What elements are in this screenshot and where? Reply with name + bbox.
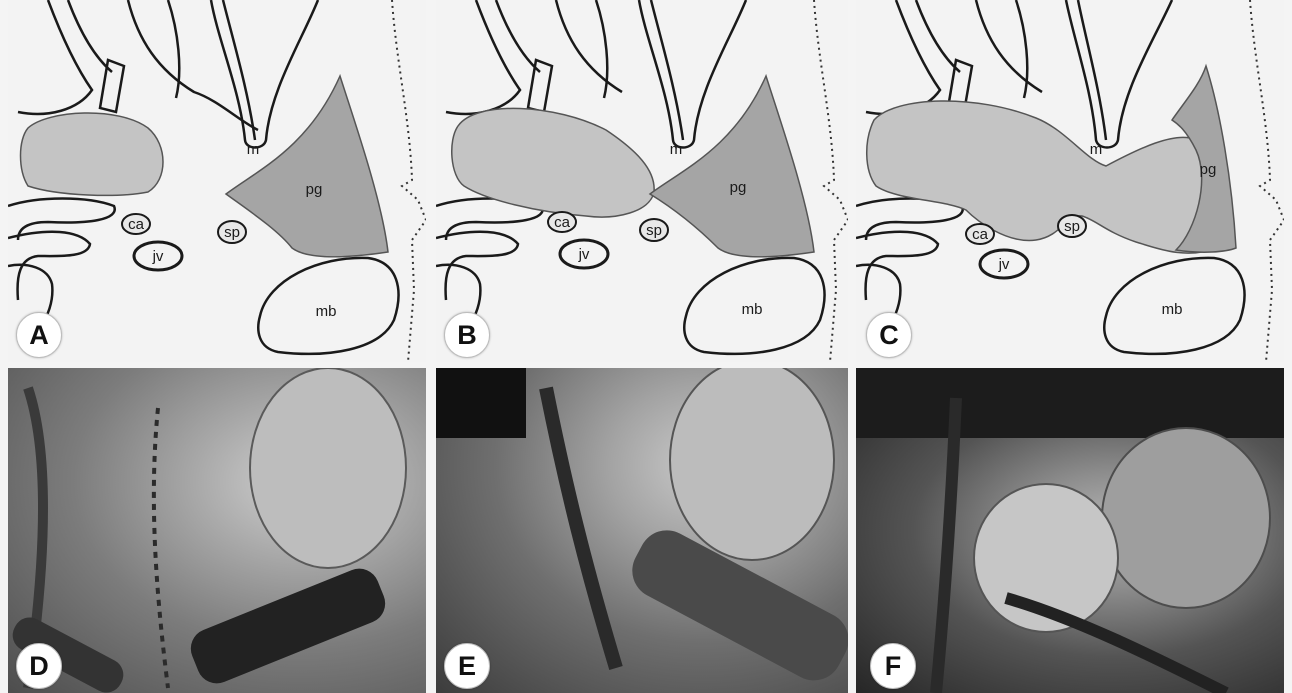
panel-c-svg: m pg ca sp jv mb [856, 0, 1284, 362]
mandible-outline [211, 0, 318, 148]
label-mb: mb [1162, 301, 1183, 318]
panel-d-photo: D [8, 368, 426, 693]
photo-e-svg [436, 368, 848, 693]
label-ca: ca [554, 214, 571, 231]
label-jv: jv [998, 256, 1010, 273]
panel-e-photo: E [436, 368, 848, 693]
tumor-surface-d [250, 368, 406, 568]
panel-a-svg: m pg ca sp jv mb [8, 0, 426, 362]
panel-letter-b: B [444, 312, 490, 358]
label-jv: jv [152, 248, 164, 265]
tumor-region-c [867, 101, 1221, 253]
panel-letter-d: D [16, 643, 62, 689]
panel-letter-f: F [870, 643, 916, 689]
label-ca: ca [972, 226, 989, 243]
panel-letter-a: A [16, 312, 62, 358]
parotid-gland-a [226, 76, 388, 257]
label-m: m [247, 141, 260, 158]
photo-f-svg [856, 368, 1284, 693]
label-sp: sp [224, 224, 240, 241]
parotid-gland-b [650, 76, 814, 257]
instrument-f [1006, 598, 1226, 693]
tumor-region-b [452, 108, 654, 217]
tumor-region-a [21, 113, 164, 195]
label-mb: mb [742, 301, 763, 318]
panel-a-diagram: m pg ca sp jv mb A [8, 0, 426, 362]
label-pg: pg [730, 179, 747, 196]
label-pg: pg [1200, 161, 1217, 178]
label-mb: mb [316, 303, 337, 320]
label-jv: jv [578, 246, 590, 263]
panel-letter-c: C [866, 312, 912, 358]
label-pg: pg [306, 181, 323, 198]
tumor-surface-f [1102, 428, 1270, 608]
photo-d-svg [8, 368, 426, 693]
label-m: m [1090, 141, 1103, 158]
label-sp: sp [646, 222, 662, 239]
panel-b-svg: m pg ca sp jv mb [436, 0, 848, 362]
panel-letter-e: E [444, 643, 490, 689]
tumor-surface-e [670, 368, 834, 560]
panel-f-photo: F [856, 368, 1284, 693]
panel-b-diagram: m pg ca sp jv mb B [436, 0, 848, 362]
label-ca: ca [128, 216, 145, 233]
suction-instrument-d [185, 563, 391, 690]
label-m: m [670, 141, 683, 158]
label-sp: sp [1064, 218, 1080, 235]
panel-c-diagram: m pg ca sp jv mb C [856, 0, 1284, 362]
